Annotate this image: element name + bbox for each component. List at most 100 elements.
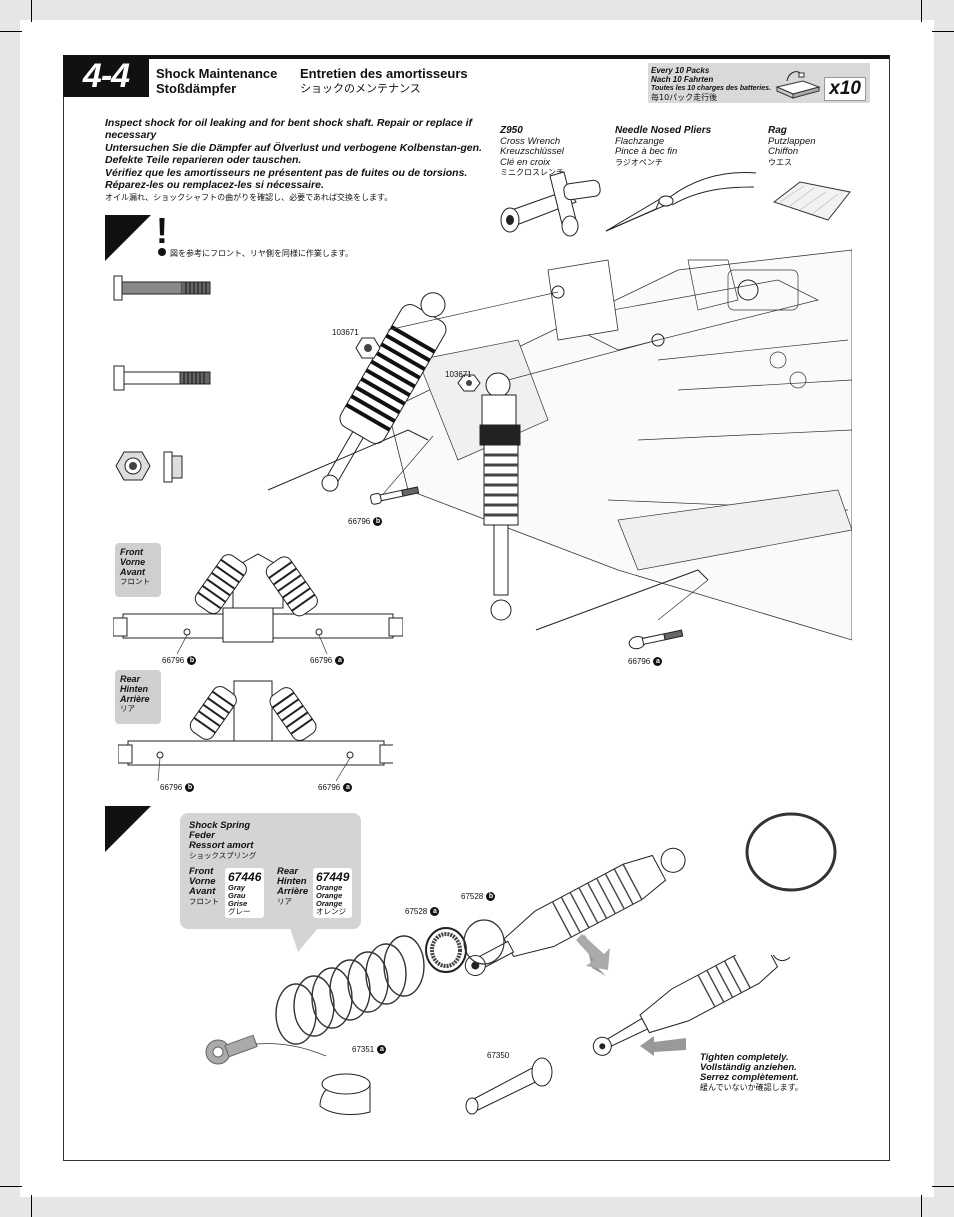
spring-front-label: Front Vorne Avant フロント [189, 867, 219, 907]
tool-de: Flachzange [615, 135, 665, 147]
tool-jp: ウエス [768, 157, 792, 167]
note-jp: 図を参考にフロント、リヤ側を同様に作業します。 [170, 249, 354, 258]
callout-103671-a: 103671 [332, 328, 359, 337]
cross-wrench-icon [500, 171, 601, 237]
shock-spring-title: Shock Spring Feder Ressort amort ショックスプリ… [189, 821, 256, 861]
title-jp: ショックのメンテナンス [300, 82, 421, 95]
crop-mark [932, 1186, 954, 1187]
front-color-fr: Grise [228, 899, 248, 908]
rear-color-jp: オレンジ [316, 907, 346, 916]
tool-de: Putzlappen [768, 135, 816, 147]
rag-icon [772, 181, 851, 221]
rear-color-de: Orange [316, 891, 343, 900]
rear-view-diagram [118, 680, 393, 782]
badge-b: b [486, 892, 496, 902]
callout-66796-b: 66796 b [348, 517, 383, 527]
rear-callout-66796-a: 66796 a [318, 783, 353, 793]
badge-b: b [185, 783, 195, 793]
instruction-de: Untersuchen Sie die Dämpfer auf Ölverlus… [105, 142, 482, 166]
crop-mark [0, 1186, 22, 1187]
bullet-icon [158, 248, 166, 256]
every-packs-panel: Every 10 Packs Nach 10 Fahrten Toutes le… [648, 63, 870, 103]
callout-67351-a: 67351 a [352, 1045, 387, 1055]
caution-icon: ! [156, 210, 168, 251]
badge-b: b [373, 517, 383, 527]
front-callout-66796-a: 66796 a [310, 656, 345, 666]
badge-a: a [343, 783, 353, 793]
part-number: 66796 [628, 657, 651, 666]
step-marker-triangle [105, 806, 151, 852]
callout-67528-b: 67528 b [461, 892, 496, 902]
o-ring-icon [745, 812, 837, 892]
spring-title-de: Feder [189, 830, 215, 841]
tighten-en: Tighten completely. [700, 1052, 789, 1063]
rear-callout-66796-b: 66796 b [160, 783, 195, 793]
front-de: Vorne [189, 876, 216, 887]
every-packs-de: Nach 10 Fahrten [651, 75, 714, 84]
screw-long-icon [113, 275, 211, 301]
callout-67350: 67350 [487, 1051, 510, 1060]
tag-en: Front [120, 547, 143, 557]
tag-de: Hinten [120, 684, 148, 694]
badge-a: a [335, 656, 345, 666]
badge-a: a [377, 1045, 387, 1055]
front-color-jp: グレー [228, 907, 251, 916]
part-number: 66796 [162, 656, 185, 665]
tool-cross-wrench: Z950 Cross Wrench Kreuzschlüssel Clé en … [500, 125, 564, 179]
tool-code: Z950 [500, 125, 523, 136]
title-en-de: Shock Maintenance Stoßdämpfer [156, 66, 277, 96]
instruction-fr: Vérifiez que les amortisseurs ne présent… [105, 167, 468, 191]
tag-en: Rear [120, 674, 141, 684]
part-number: 67351 [352, 1045, 375, 1054]
crop-mark [31, 1195, 32, 1217]
crop-mark [921, 1195, 922, 1217]
tool-fr: Pince à bec fin [615, 146, 678, 157]
part-number: 67528 [461, 892, 484, 901]
crop-mark [0, 31, 22, 32]
crop-mark [932, 31, 954, 32]
rear-color-en: Orange [316, 883, 343, 892]
tag-jp: フロント [120, 577, 150, 586]
title-de: Stoßdämpfer [156, 81, 237, 96]
rear-fr: Arrière [277, 886, 309, 897]
spring-title-jp: ショックスプリング [189, 851, 257, 860]
spring-rear-label: Rear Hinten Arrière リア [277, 867, 308, 907]
part-number: 66796 [318, 783, 341, 792]
tool-en: Rag [768, 125, 787, 136]
tool-fr: Clé en croix [500, 156, 551, 168]
instruction-jp: オイル漏れ、ショックシャフトの曲がりを確認し、必要であれば交換をします。 [105, 193, 393, 202]
tighten-jp: 緩んでいないか確認します。 [700, 1083, 803, 1092]
front-color-en: Gray [228, 883, 246, 892]
tighten-arrow-icon [640, 1036, 686, 1056]
part-number: 66796 [310, 656, 333, 665]
rear-color-fr: Orange [316, 899, 343, 908]
every-packs-en: Every 10 Packs [651, 66, 710, 75]
every-packs-text: Every 10 Packs Nach 10 Fahrten Toutes le… [651, 66, 771, 102]
tool-en: Cross Wrench [500, 135, 561, 147]
badge-b: b [187, 656, 197, 666]
every-packs-count: x10 [824, 77, 866, 101]
tool-fr: Chiffon [768, 146, 799, 157]
tighten-de: Vollständig anziehen. [700, 1062, 797, 1073]
front-tag: Front Vorne Avant フロント [115, 543, 161, 597]
hardware-parts [113, 275, 211, 483]
shock-spring-panel: Shock Spring Feder Ressort amort ショックスプリ… [180, 813, 361, 929]
part-number: 67528 [405, 907, 428, 916]
step-marker-triangle [105, 215, 151, 261]
title-en: Shock Maintenance [156, 66, 278, 81]
assembled-shock-diagram [592, 955, 790, 1056]
rear-spring-number: 67449 [316, 870, 350, 884]
tool-en: Needle Nosed Pliers [615, 125, 712, 136]
front-en: Front [189, 866, 214, 877]
part-number: 66796 [160, 783, 183, 792]
lock-nut-icon [115, 451, 183, 483]
front-fr: Avant [189, 886, 216, 897]
every-packs-fr: Toutes les 10 charges des batteries. [651, 85, 771, 92]
tighten-instruction: Tighten completely. Vollständig anziehen… [700, 1053, 803, 1093]
title-fr: Entretien des amortisseurs [300, 66, 468, 81]
crop-mark [31, 0, 32, 22]
tool-rag: Rag Putzlappen Chiffon ウエス [768, 125, 816, 168]
instructions: Inspect shock for oil leaking and for be… [105, 117, 495, 205]
front-view-diagram [113, 553, 403, 655]
badge-a: a [653, 657, 663, 667]
